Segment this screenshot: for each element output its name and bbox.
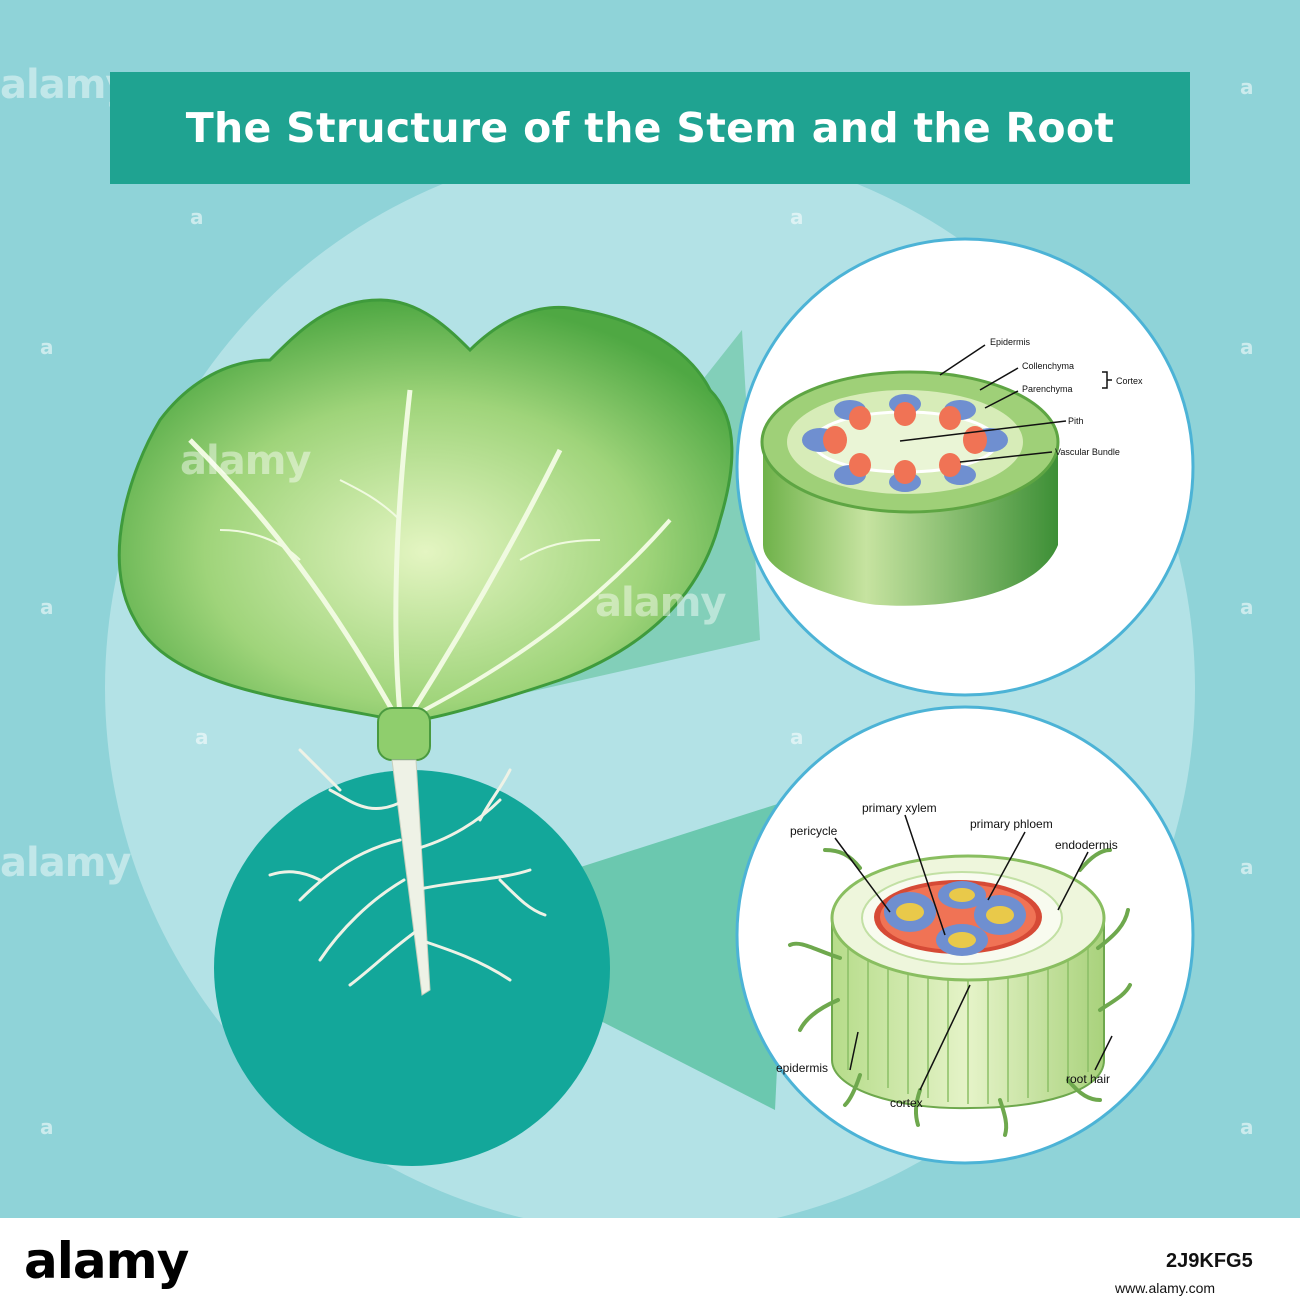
root-cross-section bbox=[788, 814, 1132, 1137]
root-branches bbox=[268, 748, 547, 987]
watermark-letter: a bbox=[790, 725, 804, 749]
label-primary-phloem: primary phloem bbox=[970, 817, 1053, 831]
root-magnifier-circle bbox=[214, 770, 610, 1166]
label-root-hair: root hair bbox=[1066, 1072, 1110, 1086]
watermark-letter: a bbox=[190, 205, 204, 229]
title-bar: The Structure of the Stem and the Root bbox=[110, 72, 1190, 184]
root-zoom-beam bbox=[540, 800, 790, 1110]
stem-cross-section bbox=[760, 344, 1112, 606]
watermark-logo: alamy bbox=[0, 62, 131, 108]
lettuce-leaves bbox=[117, 298, 734, 722]
label-collenchyma: Collenchyma bbox=[1022, 361, 1074, 371]
label-pith: Pith bbox=[1068, 416, 1084, 426]
label-epidermis-root: epidermis bbox=[776, 1061, 828, 1075]
plant-stem bbox=[377, 707, 431, 761]
watermark-letter: a bbox=[40, 335, 54, 359]
watermark-letter: a bbox=[1240, 75, 1254, 99]
watermark-letter: a bbox=[195, 725, 209, 749]
label-vascular-bundle: Vascular Bundle bbox=[1055, 447, 1120, 457]
page-title: The Structure of the Stem and the Root bbox=[185, 104, 1115, 152]
watermark-letter: a bbox=[40, 1115, 54, 1139]
taproot bbox=[391, 759, 431, 996]
watermark-letter: a bbox=[790, 205, 804, 229]
footer-url: www.alamy.com bbox=[1115, 1280, 1216, 1296]
image-id: 2J9KFG5 bbox=[1166, 1250, 1253, 1272]
label-cortex-stem: Cortex bbox=[1116, 376, 1143, 386]
label-pericycle: pericycle bbox=[790, 824, 838, 838]
label-endodermis: endodermis bbox=[1055, 838, 1118, 852]
label-parenchyma: Parenchyma bbox=[1022, 384, 1073, 394]
label-cortex-root: cortex bbox=[890, 1096, 923, 1110]
watermark-letter: a bbox=[1240, 335, 1254, 359]
watermark-letter: a bbox=[1240, 855, 1254, 879]
label-epidermis: Epidermis bbox=[990, 337, 1031, 347]
watermark-logo: alamy bbox=[180, 438, 311, 484]
footer-bar: alamy 2J9KFG5 www.alamy.com bbox=[0, 1218, 1300, 1308]
watermark-logo: alamy bbox=[0, 840, 131, 886]
watermark-logo: alamy bbox=[595, 580, 726, 626]
watermark-letter: a bbox=[1240, 595, 1254, 619]
footer-logo: alamy bbox=[24, 1232, 189, 1290]
label-primary-xylem: primary xylem bbox=[862, 801, 937, 815]
watermark-letter: a bbox=[1240, 1115, 1254, 1139]
watermark-letter: a bbox=[40, 595, 54, 619]
